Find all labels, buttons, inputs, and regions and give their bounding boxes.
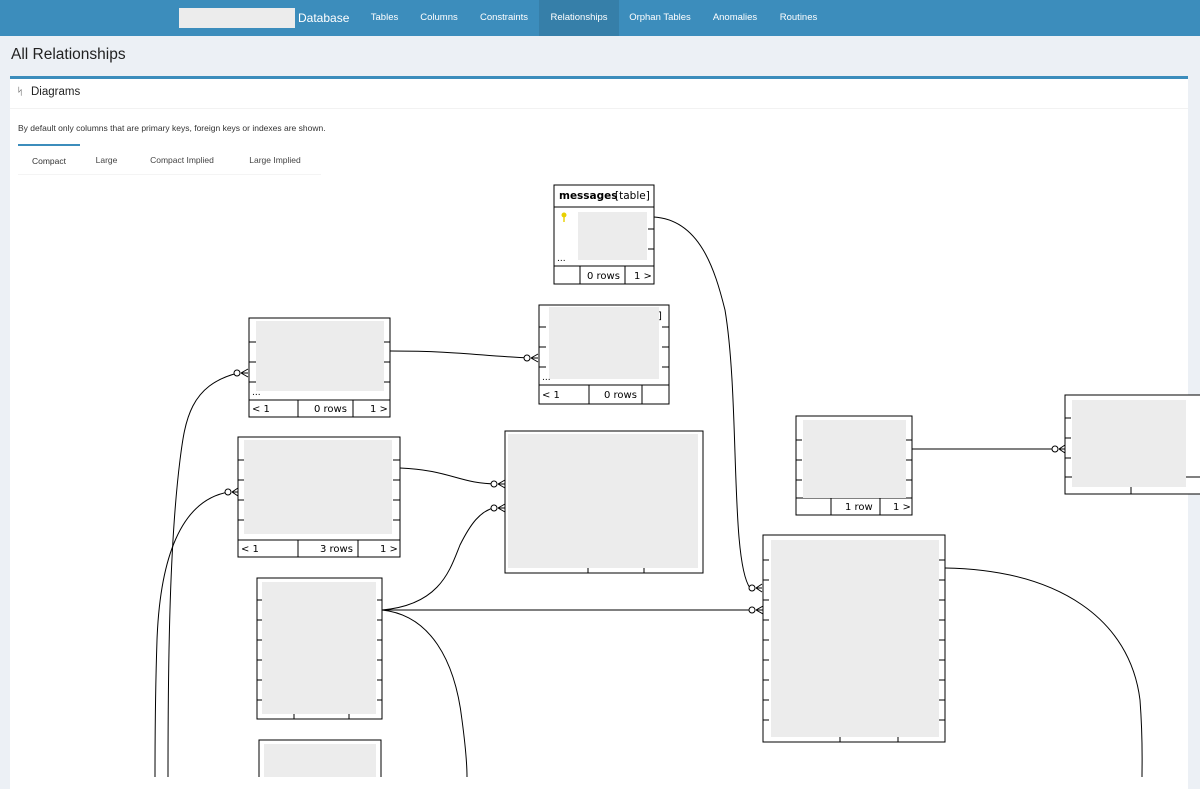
crowsfoot-marker bbox=[497, 503, 506, 513]
table-b-rows: 0 rows bbox=[314, 404, 347, 415]
relationship-markers bbox=[224, 353, 1066, 615]
diagram-description: By default only columns that are primary… bbox=[18, 123, 326, 133]
tab-compact-implied[interactable]: Compact Implied bbox=[150, 155, 214, 165]
diagram-tabs: Compact Large Compact Implied Large Impl… bbox=[18, 144, 321, 175]
optional-marker bbox=[748, 584, 756, 592]
table-i[interactable] bbox=[1064, 394, 1200, 495]
crowsfoot-marker bbox=[1058, 444, 1066, 454]
edge-left-to-d bbox=[154, 491, 230, 777]
table-b[interactable]: ... < 1 0 rows 1 > bbox=[248, 317, 391, 418]
table-messages-type: [table] bbox=[615, 190, 650, 202]
primary-key-icon bbox=[561, 212, 567, 222]
redacted-block bbox=[578, 212, 647, 260]
table-h[interactable] bbox=[762, 534, 946, 743]
table-e-rows: 1 row bbox=[845, 502, 873, 513]
optional-marker bbox=[1051, 445, 1059, 453]
tab-large-implied[interactable]: Large Implied bbox=[249, 155, 301, 165]
tab-compact[interactable]: Compact bbox=[18, 144, 80, 176]
table-e[interactable]: 1 row 1 > bbox=[795, 415, 913, 516]
table-d-parents: < 1 bbox=[241, 544, 259, 555]
redacted-block bbox=[262, 582, 376, 714]
code-branch-icon: ᛋ bbox=[17, 87, 23, 98]
brand-logo[interactable] bbox=[179, 8, 295, 28]
relationship-edges bbox=[154, 216, 1143, 777]
panel-header: ᛋ Diagrams bbox=[10, 79, 1188, 109]
redacted-block bbox=[549, 307, 659, 379]
optional-marker bbox=[490, 480, 498, 488]
table-messages-name: messages bbox=[559, 190, 618, 202]
table-g[interactable] bbox=[256, 577, 383, 720]
crowsfoot-marker bbox=[497, 479, 506, 489]
edge-b-to-c bbox=[389, 350, 531, 359]
redacted-block bbox=[1072, 400, 1186, 487]
crowsfoot-marker bbox=[755, 605, 764, 615]
edge-h-right bbox=[944, 567, 1143, 777]
table-c-parents: < 1 bbox=[542, 390, 560, 401]
edge-d-to-f bbox=[399, 467, 498, 485]
top-navbar: Database Tables Columns Constraints Rela… bbox=[0, 0, 1200, 36]
table-messages-rows: 0 rows bbox=[587, 271, 620, 282]
table-b-parents: < 1 bbox=[252, 404, 270, 415]
brand-database[interactable]: Database bbox=[298, 11, 350, 25]
table-c[interactable]: ] ... < 1 0 rows bbox=[538, 304, 670, 405]
nav-anomalies[interactable]: Anomalies bbox=[712, 12, 758, 23]
table-messages-children: 1 > bbox=[634, 271, 652, 282]
tab-large[interactable]: Large bbox=[95, 155, 118, 165]
table-messages[interactable]: messages [table] ... 0 rows 1 > bbox=[553, 184, 655, 285]
crowsfoot-marker bbox=[530, 353, 539, 363]
edge-g-down bbox=[381, 609, 468, 777]
table-b-children: 1 > bbox=[370, 404, 388, 415]
table-messages-more: ... bbox=[557, 254, 566, 264]
crowsfoot-marker bbox=[755, 583, 763, 593]
table-c-bracket: ] bbox=[658, 311, 662, 322]
table-d[interactable]: < 1 3 rows 1 > bbox=[237, 436, 401, 558]
nav-tables[interactable]: Tables bbox=[370, 12, 399, 23]
table-d-rows: 3 rows bbox=[320, 544, 353, 555]
table-f[interactable] bbox=[504, 430, 704, 574]
optional-marker bbox=[748, 606, 756, 614]
redacted-block bbox=[244, 440, 392, 534]
crowsfoot-marker bbox=[240, 368, 249, 378]
optional-marker bbox=[490, 504, 498, 512]
nav-columns[interactable]: Columns bbox=[420, 12, 458, 23]
redacted-block bbox=[771, 540, 939, 737]
crowsfoot-marker bbox=[231, 487, 239, 497]
table-c-more: ... bbox=[542, 373, 551, 383]
nav-routines[interactable]: Routines bbox=[779, 12, 818, 23]
nav-relationships[interactable]: Relationships bbox=[539, 0, 619, 36]
redacted-block bbox=[256, 321, 384, 391]
panel-title: Diagrams bbox=[31, 86, 81, 98]
redacted-block bbox=[803, 420, 906, 498]
edge-g-to-f bbox=[381, 506, 498, 611]
edge-messages bbox=[653, 216, 751, 589]
redacted-block bbox=[508, 434, 698, 568]
table-d-children: 1 > bbox=[380, 544, 398, 555]
nav-orphan-tables[interactable]: Orphan Tables bbox=[629, 12, 691, 23]
redacted-block bbox=[264, 744, 376, 777]
table-e-children: 1 > bbox=[893, 502, 911, 513]
optional-marker bbox=[523, 354, 531, 362]
page-title: All Relationships bbox=[11, 46, 126, 63]
optional-marker bbox=[233, 369, 241, 377]
nav-constraints[interactable]: Constraints bbox=[479, 12, 529, 23]
table-c-rows: 0 rows bbox=[604, 390, 637, 401]
table-j[interactable] bbox=[258, 739, 382, 777]
optional-marker bbox=[224, 488, 232, 496]
edge-left-to-b bbox=[167, 372, 239, 777]
table-b-more: ... bbox=[252, 388, 261, 398]
